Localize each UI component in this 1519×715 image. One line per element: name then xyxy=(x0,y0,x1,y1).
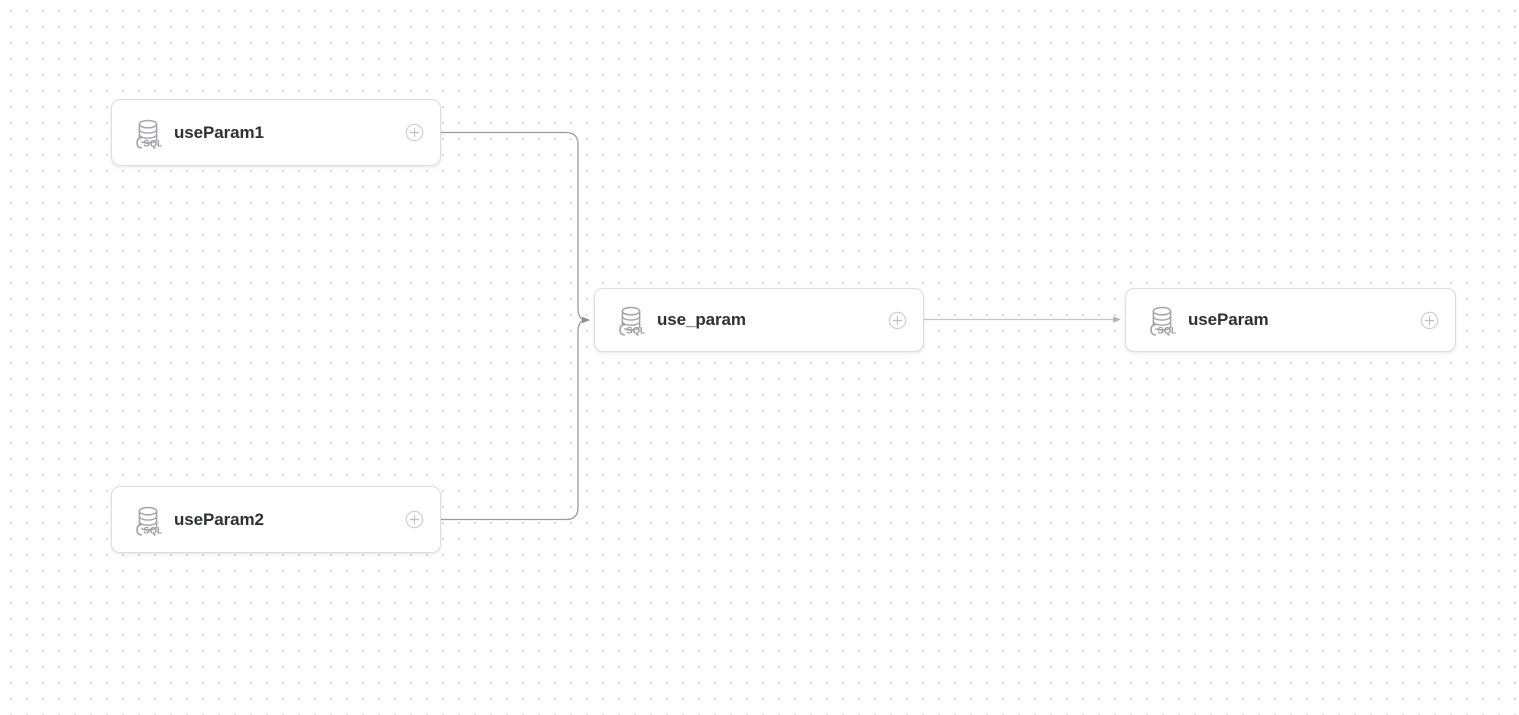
node-label: useParam2 xyxy=(174,509,264,529)
graph-node-useParam[interactable]: SQL useParam xyxy=(1125,288,1456,352)
graph-node-use_param[interactable]: SQL use_param xyxy=(594,288,924,352)
svg-text:SQL: SQL xyxy=(626,325,645,336)
node-label: useParam1 xyxy=(174,122,264,142)
node-label: useParam xyxy=(1188,310,1269,329)
node-handle-target[interactable] xyxy=(108,516,115,523)
plus-circle-icon[interactable] xyxy=(1420,311,1439,330)
node-handle-target[interactable] xyxy=(591,317,598,324)
svg-text:SQL: SQL xyxy=(1157,325,1176,336)
sql-database-icon: SQL xyxy=(136,506,162,536)
svg-text:SQL: SQL xyxy=(143,138,162,149)
sql-database-icon: SQL xyxy=(1150,306,1176,336)
node-handle-target[interactable] xyxy=(1122,317,1129,324)
node-handle-source[interactable] xyxy=(437,129,444,136)
node-handle-source[interactable] xyxy=(920,317,927,324)
svg-text:SQL: SQL xyxy=(143,525,162,536)
edge-useParam2-to-use_param xyxy=(441,316,590,521)
node-label: use_param xyxy=(657,310,746,329)
edge-useParam1-to-use_param xyxy=(441,131,590,324)
graph-node-useParam1[interactable]: SQL useParam1 xyxy=(111,99,441,166)
sql-database-icon: SQL xyxy=(136,119,162,149)
plus-circle-icon[interactable] xyxy=(405,123,424,142)
graph-node-useParam2[interactable]: SQL useParam2 xyxy=(111,486,441,553)
node-handle-target[interactable] xyxy=(108,129,115,136)
plus-circle-icon[interactable] xyxy=(888,311,907,330)
plus-circle-icon[interactable] xyxy=(405,510,424,529)
node-handle-source[interactable] xyxy=(437,516,444,523)
node-handle-source[interactable] xyxy=(1452,317,1459,324)
sql-database-icon: SQL xyxy=(619,306,645,336)
